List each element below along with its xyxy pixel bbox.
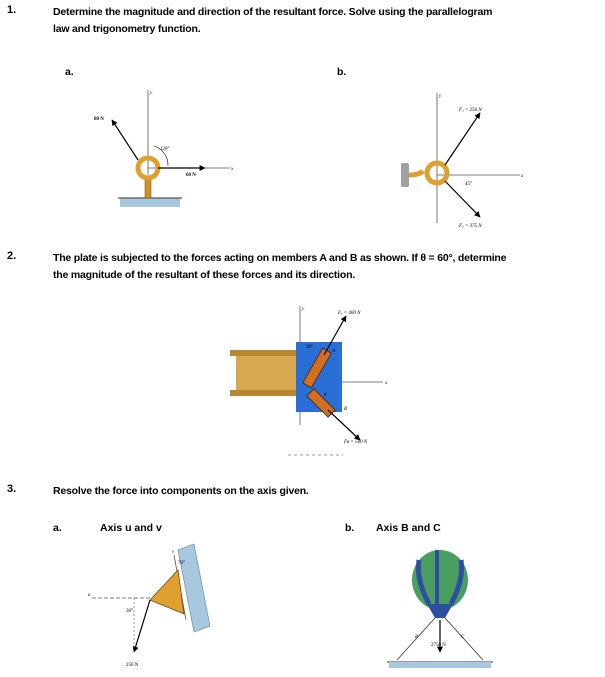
angle-label: 30° (306, 345, 313, 350)
problem-3b-label: b. (345, 522, 355, 534)
problem-3a-label: a. (53, 522, 62, 534)
force-fb-arrow (327, 409, 361, 441)
problem-2-number: 2. (7, 250, 17, 262)
y-axis-label: y (301, 307, 305, 312)
angle-label: 120° (160, 147, 170, 152)
force-2-label: F₂ = 375 N (458, 224, 482, 229)
cable-c (444, 617, 484, 661)
force-f1-arrow (444, 112, 481, 166)
x-axis-label: x (230, 167, 234, 172)
figure-2: y x Fₐ = 400 N Fʙ = 500 N 30° A B θ (230, 306, 388, 456)
theta-label: θ (324, 393, 327, 398)
problem-1a-label: a. (65, 66, 74, 78)
angle-1-label: 30° (126, 609, 133, 614)
y-axis-label: y (149, 91, 153, 96)
x-axis-label: x (520, 174, 524, 179)
hook-arm (408, 169, 425, 178)
u-axis-label: u (88, 593, 91, 598)
figure-3b: 2750 N B C (387, 550, 493, 668)
problem-1-text-line-1: Determine the magnitude and direction of… (53, 6, 493, 18)
beam-bottom-flange (230, 390, 298, 396)
figure-1a: y x 80 N 60 N 120° (94, 90, 234, 207)
cable-b (396, 617, 436, 661)
beam-web (236, 356, 298, 390)
force-f2-arrow (444, 180, 481, 218)
angle-label: 45° (465, 182, 472, 187)
force-b-label: Fʙ = 500 N (343, 440, 368, 445)
force-1-label: F₁ = 250 N (458, 108, 482, 113)
force-fa-arrow (323, 315, 347, 356)
problem-3-text: Resolve the force into components on the… (53, 485, 309, 497)
wall-mount (401, 163, 409, 187)
force-2-label: 60 N (186, 173, 196, 178)
problem-2-text-line-2: the magnitude of the resultant of these … (53, 269, 356, 281)
force-250n-arrow (132, 599, 151, 653)
member-a-label: A (331, 349, 336, 354)
hook-ring (424, 160, 450, 186)
support-base (120, 198, 180, 207)
problem-3b-caption: Axis B and C (376, 522, 441, 534)
y-axis-label: y (438, 94, 442, 99)
member-b-label: B (415, 635, 418, 640)
beam-top-flange (230, 350, 298, 356)
problem-1-number: 1. (7, 4, 17, 16)
problem-1b-label: b. (337, 66, 347, 78)
member-c-label: C (461, 635, 465, 640)
figure-3a: u v 250 N 30° 70° (88, 543, 211, 668)
balloon (412, 550, 468, 618)
problem-3-number: 3. (7, 483, 17, 495)
angle-2-label: 70° (178, 561, 185, 566)
force-label: 250 N (126, 663, 139, 668)
force-a-label: Fₐ = 400 N (337, 311, 361, 316)
x-axis-label: x (384, 381, 388, 386)
force-80n-arrow (111, 119, 139, 161)
problem-3a-caption: Axis u and v (100, 522, 162, 534)
figure-1b: y x F₁ = 250 N F₂ = 375 N 45° (401, 93, 524, 229)
bracket (149, 569, 185, 615)
problem-1-text-line-2: law and trigonometry function. (53, 23, 201, 35)
force-label: 2750 N (431, 643, 446, 648)
hook-stem (144, 177, 152, 199)
problem-2-text-line-1: The plate is subjected to the forces act… (53, 252, 507, 264)
member-b-label: B (344, 407, 347, 412)
v-axis-label: v (172, 550, 175, 555)
ground (389, 662, 491, 668)
support-surface (177, 543, 211, 633)
force-1-label: 80 N (94, 117, 104, 122)
